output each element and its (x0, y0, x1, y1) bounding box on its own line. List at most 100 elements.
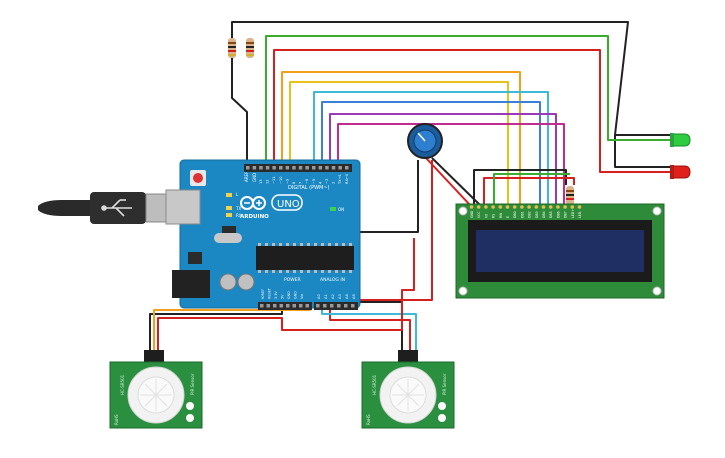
lcd-pin-pad[interactable] (556, 205, 560, 209)
potentiometer[interactable] (407, 123, 443, 159)
power-pin-label: RESET (268, 287, 272, 299)
analog-pin-label: A3 (338, 294, 342, 299)
green-led[interactable] (670, 133, 691, 147)
lcd-pin-pad[interactable] (484, 205, 488, 209)
lcd-pin-pad[interactable] (527, 205, 531, 209)
arduino-power-jack (172, 270, 210, 298)
wire-red-led[interactable] (273, 49, 672, 173)
pir-1-pot-2[interactable] (186, 414, 194, 422)
header-pin-hole[interactable] (323, 304, 327, 308)
wire-magenta-lcd[interactable] (337, 123, 565, 205)
digital-pin-hole[interactable] (318, 166, 323, 170)
chip-pin (328, 243, 331, 246)
digital-pin-hole[interactable] (285, 166, 290, 170)
lcd-pin-pad[interactable] (563, 205, 567, 209)
header-pin-hole[interactable] (305, 304, 310, 308)
resistor-lcd-backlight[interactable] (566, 186, 574, 206)
digital-pin-hole[interactable] (305, 166, 309, 170)
resistor-2-band-1 (246, 42, 254, 44)
digital-pin-label: 2 (332, 182, 336, 184)
header-pin-hole[interactable] (299, 304, 303, 308)
lcd-pin-pad[interactable] (541, 205, 546, 209)
digital-pin-hole[interactable] (292, 166, 296, 170)
header-pin-hole[interactable] (266, 304, 271, 308)
header-pin-hole[interactable] (344, 304, 348, 308)
lcd-pin-pad[interactable] (476, 205, 481, 209)
digital-pin-hole[interactable] (279, 166, 283, 170)
wire-lcd-vcc[interactable] (483, 177, 575, 205)
green-led-body (671, 133, 691, 147)
digital-pin-label: ~3 (325, 179, 329, 184)
header-pin-hole[interactable] (292, 304, 297, 308)
pir-2-pot-1[interactable] (438, 402, 446, 410)
header-pin-hole[interactable] (260, 304, 264, 308)
lcd-pin-pad[interactable] (534, 205, 539, 209)
chip-pin (342, 270, 345, 273)
digital-pin-hole[interactable] (246, 166, 250, 170)
header-pin-hole[interactable] (316, 304, 320, 308)
pir-2-model-label: HC-SR501 (372, 374, 377, 395)
usb-cable[interactable] (38, 192, 169, 224)
digital-pin-hole[interactable] (265, 166, 270, 170)
digital-pin-hole[interactable] (312, 166, 316, 170)
digital-pin-hole[interactable] (345, 166, 349, 170)
wire-pir1-vcc[interactable] (157, 317, 298, 352)
usb-cable-cord (38, 200, 92, 216)
wire-pot-wiper-2[interactable] (431, 157, 481, 206)
digital-pin-hole[interactable] (325, 166, 329, 170)
header-pin-hole[interactable] (351, 304, 355, 308)
digital-pin-hole[interactable] (298, 166, 303, 170)
resistor-1[interactable] (228, 38, 236, 58)
lcd-pin-pad[interactable] (491, 205, 495, 209)
lcd-pin-pad[interactable] (548, 205, 553, 209)
chip-pin (321, 243, 324, 246)
header-pin-hole[interactable] (273, 304, 277, 308)
digital-pin-label: ~11 (272, 176, 276, 184)
chip-pin (265, 270, 268, 273)
digital-pin-hole[interactable] (338, 166, 342, 170)
digital-pin-hole[interactable] (331, 166, 336, 170)
lcd-pin-label: V0 (484, 214, 488, 218)
header-pin-hole[interactable] (337, 304, 341, 308)
wire-5v-rail[interactable] (282, 238, 415, 331)
wire-lcd-green[interactable] (493, 173, 570, 205)
header-pin-hole[interactable] (286, 304, 290, 308)
pir-sensor-2[interactable]: HC-SR501 PIR Sensor RoHS (361, 350, 455, 429)
lcd-pin-pad[interactable] (577, 205, 582, 209)
l-led (226, 193, 232, 197)
lcd-pin-pad[interactable] (512, 205, 517, 209)
red-led[interactable] (670, 165, 691, 179)
pir-sensor-1[interactable]: HC-SR501 PIR Sensor RoHS (109, 350, 203, 429)
header-pin-hole[interactable] (330, 304, 334, 308)
digital-pin-hole[interactable] (272, 166, 276, 170)
resistor-2[interactable] (246, 38, 254, 58)
voltage-regulator (188, 252, 202, 264)
wire-green-led[interactable] (265, 35, 672, 167)
wire-gnd-rail[interactable] (232, 21, 672, 136)
wire-yellow-lcd[interactable] (289, 81, 509, 205)
lcd-pin-pad[interactable] (520, 205, 524, 209)
arduino-usb-jack (165, 189, 201, 225)
reset-button-cap[interactable] (193, 173, 203, 183)
wire-blue-lcd[interactable] (321, 101, 541, 205)
lcd-pin-pad[interactable] (505, 205, 510, 209)
lcd-pin-pad[interactable] (570, 205, 575, 209)
header-pin-hole[interactable] (279, 304, 284, 308)
pir-2-pot-2[interactable] (438, 414, 446, 422)
lcd-pin-pad[interactable] (498, 205, 503, 209)
chip-pin (314, 243, 317, 246)
digital-pin-hole[interactable] (252, 166, 257, 170)
digital-pin-label: 7 (299, 182, 303, 184)
lcd-pin-pad[interactable] (469, 205, 474, 209)
wire-orange-lcd[interactable] (281, 71, 521, 205)
digital-pin-hole[interactable] (259, 166, 263, 170)
wire-cyan-lcd[interactable] (313, 91, 549, 205)
power-pin-label: GND (294, 291, 298, 299)
pir-1-pot-1[interactable] (186, 402, 194, 410)
wire-purple-lcd[interactable] (329, 113, 557, 205)
wire-gnd-led2[interactable] (614, 135, 672, 168)
digital-pin-label: ~6 (305, 178, 309, 184)
wire-pot-wiper[interactable] (425, 157, 471, 206)
